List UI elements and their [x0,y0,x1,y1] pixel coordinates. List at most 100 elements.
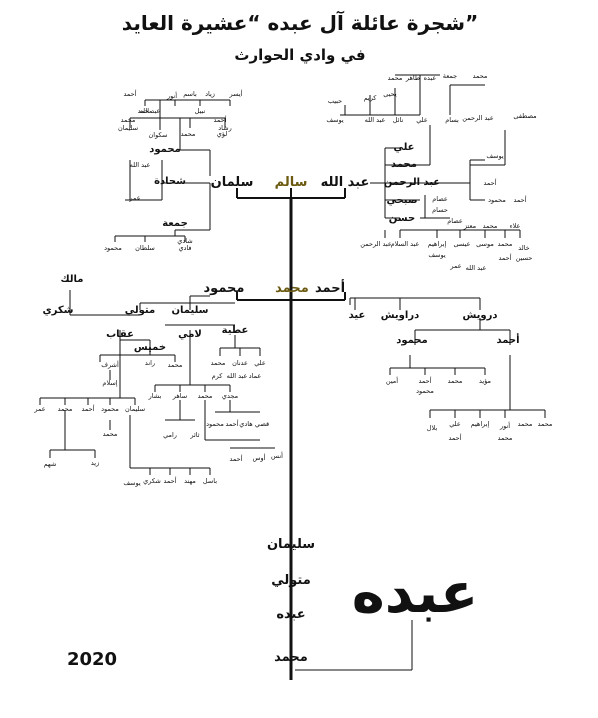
sw-leaf: سليمان [125,405,145,413]
se-leaf: محمود [416,387,434,395]
sw-leaf: قصي [255,420,269,428]
ne-leaf: عصام [447,217,463,225]
nw-leaf: زياد [205,90,215,98]
sw-leaf: عماد [249,372,262,380]
sw-leaf: إسلام [102,379,117,387]
ne-leaf: عصام [432,195,448,203]
node-nw-jumaa: جمعة [162,218,188,229]
sw-leaf: هادي [239,420,253,428]
ne-leaf: أحمد [499,253,512,262]
sw-leaf: باسل [203,477,217,485]
sw-leaf: علي [254,359,266,367]
nw-leaf: محمود [104,244,122,252]
node-se-mahmoud: محمود [396,335,428,346]
ne-leaf: عبد الرحمن [462,114,494,122]
se-leaf: أحمد [419,376,432,385]
node-ne-muhammad: محمد [391,159,417,170]
year-label: 2020 [67,649,117,670]
sw-leaf: كرم [212,372,224,380]
nw-leaf: محمد [121,116,136,124]
node-ne-hassan: حسن [389,213,415,224]
nw-leaf: نبيل [195,107,206,115]
nw-leaf: فادي [178,244,191,252]
sw-leaf: محمد [168,361,183,369]
sw-leaf: أنس [271,451,283,460]
node-salman: سلمان [211,175,254,190]
nw-leaf: سلطان [135,244,155,252]
node-sw-lami: لامي [178,329,202,340]
se-leaf: مؤيد [479,377,491,385]
ne-leaf: عبده [424,74,437,82]
node-ne-ali: علي [393,142,414,153]
node-sw-shukri: شكري [42,305,73,316]
node-sw-metwalli: متولي [125,305,155,316]
ne-leaf: كريم [364,94,378,102]
node-abdullah: عبد الله [321,175,370,190]
sw-leaf: أشرف [101,360,119,369]
node-abdo-lower: عبده [276,607,305,622]
se-leaf: محمد [448,377,463,385]
ne-leaf: علاء [510,222,521,230]
ne-leaf: أحمد [514,195,527,204]
logo-bracket [295,620,413,671]
sw-leaf: راند [145,359,155,367]
node-sw-khamis: خميس [134,342,166,353]
chart-title: شجرة عائلة آل عبده “عشيرة العايد” [122,10,478,35]
node-ne-yousef: يوسف [486,152,504,160]
sw-leaf: زيد [91,459,99,467]
ne-leaf: إبراهيم [428,240,447,248]
node-nw-shehada: شحادة [154,176,186,187]
ne-leaf: بسام [445,116,459,124]
ne-leaf: جمعة [443,72,457,80]
chart-subtitle: في وادي الحوارث [234,46,365,65]
ne-leaf: علي [416,116,428,124]
node-ne-sobhi: صبحي [386,195,417,206]
sw-leaf: أحمد [164,476,177,485]
ne-leaf: محمد [483,222,498,230]
ne-leaf: حسين [516,254,533,262]
node-se-eid: عيد [349,310,366,321]
sw-leaf: محمد [58,405,73,413]
node-ne-mostafa: مصطفى [513,112,536,120]
ne-leaf: خالد [518,244,529,252]
nw-leaf: سليمان [118,124,138,132]
ne-leaf: حبيب [328,97,342,105]
nw-leaf: عبد الله [140,107,161,115]
nw-leaf: عبد الله [130,161,151,169]
nw-leaf: رشاد [218,124,231,132]
ne-leaf: عبد الله [466,264,487,272]
node-se-ahmad: أحمد [496,333,519,346]
se-leaf: أحمد [449,433,462,442]
sw-leaf: رامي [163,431,177,439]
node-muhammad-lower: محمد [274,650,308,665]
se-leaf: محمد [498,434,513,442]
ne-leaf: عمر [449,262,461,270]
ne-leaf: يوسف [326,116,344,124]
sw-leaf: ثائر [189,431,199,439]
node-mahmoud: محمود [204,281,245,296]
se-leaf: علي [449,420,461,428]
sw-leaf: محمود [206,420,224,428]
sw-leaf: يوسف [123,479,141,487]
ne-leaf: محمد [473,72,488,80]
sw-leaf: أحمد [226,419,239,428]
nw-leaf: سكوان [149,131,168,139]
logo-word: عبده [352,561,479,626]
sw-leaf: أحمد [230,454,243,463]
se-branch-lines [349,297,546,418]
ne-leaf: معتز [463,222,476,230]
node-salem: سالم [275,175,308,190]
ne-leaf: محمود [488,196,506,204]
nw-leaf: باسم [183,90,197,98]
ne-leaf: عبد السلام [391,240,420,248]
nw-leaf: محمد [138,107,153,115]
nw-branch-lines [114,99,231,242]
nw-leaf: عمر [128,194,140,202]
ne-leaf: نائل [393,116,404,124]
node-sw-oqab: عقاب [106,329,134,340]
sw-leaf: محمد [103,430,118,438]
sw-leaf: محمود [101,405,119,413]
node-metwalli-lower: متولي [271,573,311,588]
